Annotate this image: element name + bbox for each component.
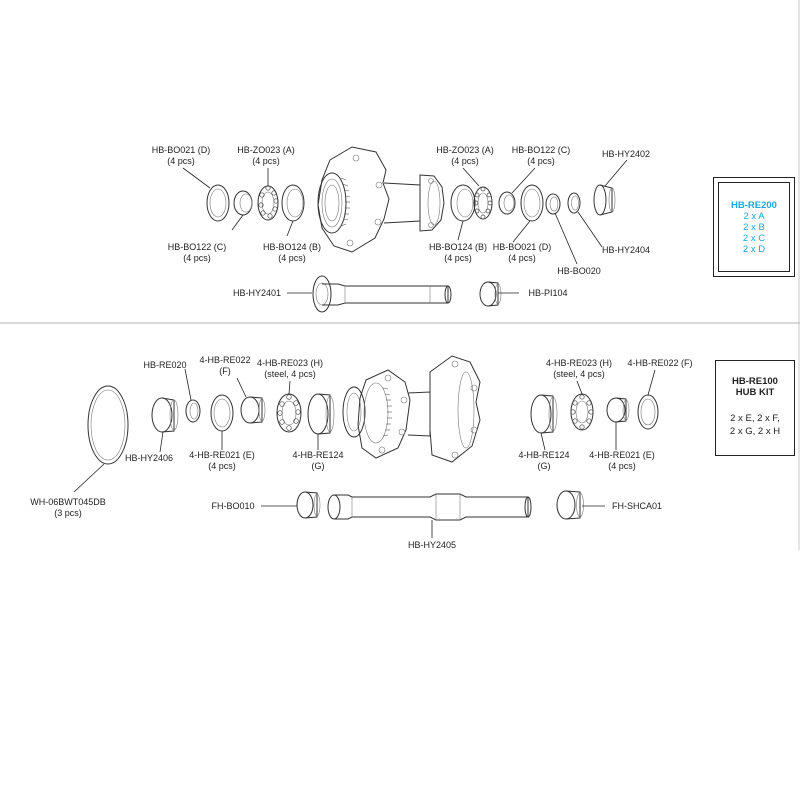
part-hy2401-axle — [312, 275, 452, 313]
label-fh-bo010: FH-BO010 — [211, 501, 255, 511]
label-re124-g-left: 4-HB-RE124(G) — [292, 450, 344, 471]
kit-re200-line-b: 2 x B — [743, 222, 765, 233]
part-pi104 — [479, 281, 502, 307]
label-zo023-a-left: HB-ZO023 (A)(4 pcs) — [237, 145, 295, 166]
kit-re200-title: HB-RE200 — [731, 200, 777, 211]
part-wh-06bwt045db — [87, 385, 129, 465]
label-re022-f-left: 4-HB-RE022(F) — [199, 355, 251, 376]
label-re023-h-right: 4-HB-RE023 (H)(steel, 4 pcs) — [545, 358, 612, 379]
part-hy2404 — [567, 192, 581, 214]
part-bo020 — [545, 193, 561, 215]
part-re020 — [185, 399, 201, 423]
label-bo124-b-left: HB-BO124 (B)(4 pcs) — [262, 242, 322, 263]
kit-re100-line-2: 2 x G, 2 x H — [729, 426, 781, 437]
label-re021-e-right: 4-HB-RE021 (E)(4 pcs) — [589, 450, 655, 471]
kit-re100-subtitle: HUB KIT — [735, 387, 775, 398]
kit-re100-line-1: 2 x E, 2 x F, — [730, 413, 780, 424]
part-re021-e-right — [606, 397, 630, 423]
label-bo021-d-right: HB-BO021 (D)(4 pcs) — [492, 242, 552, 263]
part-re124-g-right — [530, 394, 558, 434]
label-pi104: HB-PI104 — [528, 288, 568, 298]
top-leader-lines — [182, 159, 628, 294]
part-zo023-a-right — [473, 186, 493, 220]
part-hy2405-axle — [327, 493, 532, 521]
label-hy2406: HB-HY2406 — [124, 453, 174, 463]
part-re124-g-left — [307, 393, 335, 435]
label-bo124-b-right: HB-BO124 (B)(4 pcs) — [428, 242, 488, 263]
part-bo122-c-right — [498, 191, 516, 215]
part-bo124-b-left — [281, 184, 305, 222]
top-hub-parts — [206, 146, 616, 313]
kit-re200-line-c: 2 x C — [742, 233, 766, 244]
part-hub-body-bottom — [342, 355, 481, 463]
label-re022-f-right: 4-HB-RE022 (F) — [627, 358, 693, 368]
label-bo020: HB-BO020 — [557, 266, 601, 276]
kit-re100-title: HB-RE100 — [732, 376, 778, 387]
kit-re200-line-d: 2 x D — [742, 244, 766, 255]
part-fh-shca01 — [556, 490, 584, 520]
label-hy2404: HB-HY2404 — [601, 245, 651, 255]
kit-re200-line-a: 2 x A — [743, 211, 765, 222]
part-hy2406 — [151, 397, 179, 433]
label-bo021-d-top: HB-BO021 (D)(4 pcs) — [151, 145, 211, 166]
label-hy2402: HB-HY2402 — [601, 149, 651, 159]
part-re022-f-left — [240, 396, 266, 424]
label-wh-06bwt045db: WH-06BWT045DB(3 pcs) — [30, 497, 106, 518]
part-bo122-c-left — [233, 190, 253, 216]
bottom-hub-parts — [87, 355, 659, 521]
label-re020: HB-RE020 — [143, 360, 187, 370]
part-re023-h-right — [570, 393, 594, 431]
label-re021-e-left: 4-HB-RE021 (E)(4 pcs) — [189, 450, 255, 471]
label-re124-g-right: 4-HB-RE124(G) — [518, 450, 570, 471]
part-hy2402 — [593, 184, 616, 216]
part-re023-h-left — [276, 393, 302, 433]
label-hy2405: HB-HY2405 — [407, 540, 457, 550]
label-re023-h-left: 4-HB-RE023 (H)(steel, 4 pcs) — [256, 358, 323, 379]
label-bo122-c-left: HB-BO122 (C)(4 pcs) — [167, 242, 227, 263]
label-bo122-c-right: HB-BO122 (C)(4 pcs) — [511, 145, 571, 166]
part-bo021-d-right — [520, 184, 544, 222]
part-bo021-d-left — [206, 184, 230, 222]
part-bo124-b-right — [450, 184, 476, 222]
part-hub-body-top — [317, 146, 445, 253]
kit-re100-box: HB-RE100 HUB KIT 2 x E, 2 x F, 2 x G, 2 … — [715, 360, 795, 456]
label-fh-shca01: FH-SHCA01 — [611, 501, 662, 511]
label-zo023-a-right: HB-ZO023 (A)(4 pcs) — [436, 145, 494, 166]
kit-re200-box: HB-RE200 2 x A 2 x B 2 x C 2 x D — [713, 177, 795, 277]
bottom-leader-lines — [73, 368, 656, 538]
part-fh-bo010 — [296, 491, 321, 519]
label-hy2401: HB-HY2401 — [232, 288, 282, 298]
